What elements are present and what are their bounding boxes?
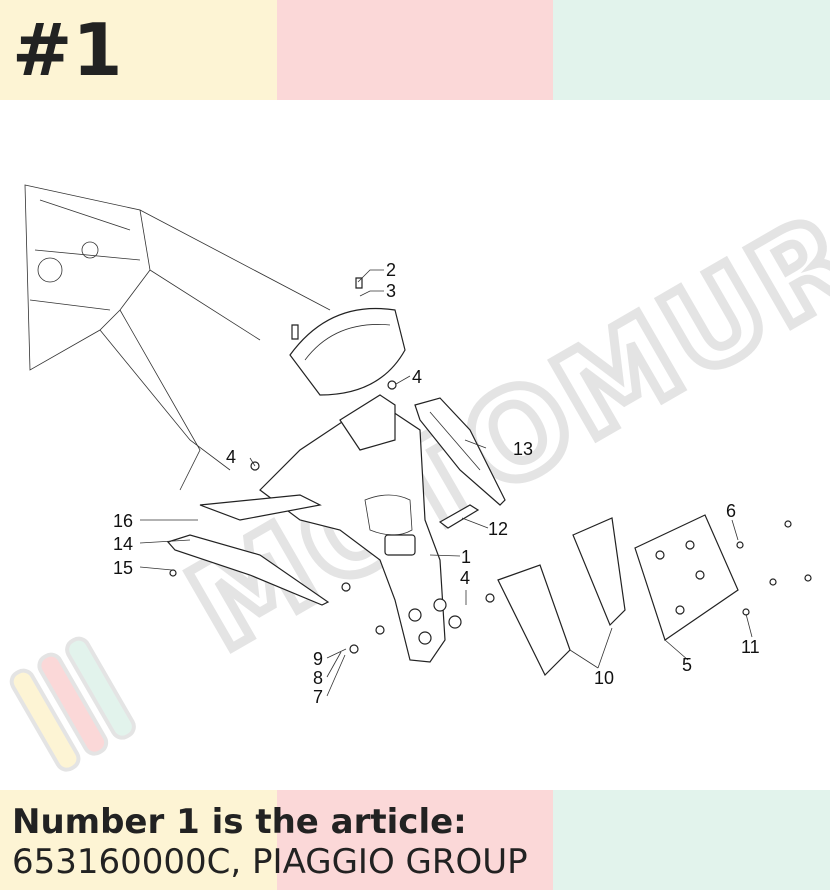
callout-10: 10 (594, 668, 614, 688)
callout-8: 8 (313, 668, 323, 688)
exploded-parts-diagram: MOTOMURCIA (9, 100, 830, 772)
callout-16: 16 (113, 511, 133, 531)
caption-article: 653160000C, PIAGGIO GROUP (12, 842, 528, 882)
reflector (438, 504, 480, 529)
page-number: #1 (12, 8, 123, 92)
frame-outline (24, 184, 331, 491)
callout-labels: 1 2 3 4 4 4 5 6 7 8 9 10 11 12 13 14 15 … (113, 260, 760, 707)
callout-12: 12 (488, 519, 508, 539)
callout-9: 9 (313, 649, 323, 669)
license-plate-holder (634, 514, 739, 641)
caption-heading: Number 1 is the article: (12, 802, 467, 842)
callout-1: 1 (461, 547, 471, 567)
callout-7: 7 (313, 687, 323, 707)
rear-mudguard (259, 394, 462, 663)
side-trim (166, 494, 330, 606)
callout-5: 5 (682, 655, 692, 675)
watermark-stripes (9, 636, 136, 772)
callout-6: 6 (726, 501, 736, 521)
callout-4-top: 4 (412, 367, 422, 387)
band-yellow (0, 790, 277, 890)
callout-4-left: 4 (226, 447, 236, 467)
callout-15: 15 (113, 558, 133, 578)
leader-lines (139, 269, 753, 697)
callout-4-center: 4 (460, 568, 470, 588)
callout-3: 3 (386, 281, 396, 301)
callout-11: 11 (741, 637, 760, 657)
band-yellow (0, 0, 277, 100)
light-cover (289, 277, 406, 396)
side-reflector-holder (414, 397, 506, 506)
band-mint (553, 790, 830, 890)
top-color-band (0, 0, 830, 100)
plate-bracket-pieces (497, 517, 626, 677)
band-pink (276, 790, 554, 890)
band-pink (276, 0, 554, 100)
band-mint (553, 0, 830, 100)
callout-2: 2 (386, 260, 396, 280)
callout-13: 13 (513, 439, 533, 459)
bottom-color-band (0, 790, 830, 890)
callout-14: 14 (113, 534, 133, 554)
